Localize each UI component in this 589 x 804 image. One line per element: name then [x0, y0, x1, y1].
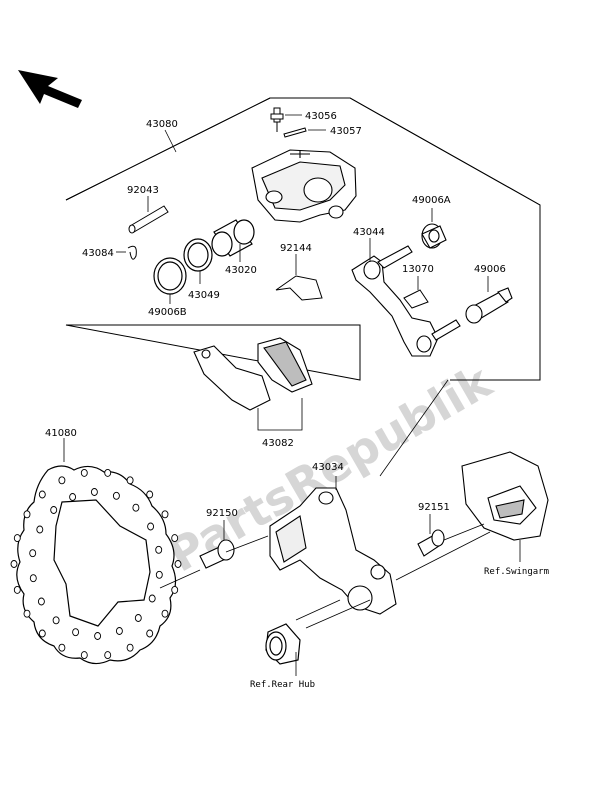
- holder-bolt: [417, 529, 445, 557]
- label-43084: 43084: [82, 248, 114, 259]
- label-43057: 43057: [330, 126, 362, 137]
- label-ref-swingarm: Ref.Swingarm: [484, 567, 549, 577]
- disc-hole: [126, 643, 134, 652]
- disc-hole: [29, 549, 37, 558]
- disc-hole: [29, 574, 37, 583]
- disc-hole: [115, 627, 123, 635]
- disc-hole: [90, 488, 98, 496]
- disc-hole: [161, 510, 169, 519]
- label-41080: 41080: [45, 428, 77, 439]
- disc-hole: [52, 616, 60, 625]
- disc-hole: [80, 651, 88, 660]
- disc-hole: [38, 629, 46, 638]
- disc-hole: [72, 628, 80, 637]
- brake-disc: [16, 465, 177, 665]
- label-43056: 43056: [305, 111, 337, 122]
- label-43049: 43049: [188, 290, 220, 301]
- label-92151: 92151: [418, 502, 450, 513]
- disc-hole: [132, 503, 140, 512]
- leader-43080: [164, 129, 177, 153]
- label-49006: 49006: [474, 264, 506, 275]
- label-43080: 43080: [146, 119, 178, 130]
- disc-hole: [171, 585, 179, 594]
- disc-bolt: [199, 539, 235, 569]
- disc-hole: [104, 468, 112, 477]
- disc-hole: [38, 490, 46, 499]
- rear-hub-collar: [265, 623, 301, 665]
- label-43082: 43082: [262, 438, 294, 449]
- bleeder-cap: [283, 127, 307, 138]
- dust-seal: [183, 238, 213, 272]
- front-direction-arrow-icon: [18, 70, 82, 108]
- disc-hole: [36, 525, 44, 534]
- caliper-holder: [269, 487, 397, 615]
- brake-pad-inner: [257, 337, 313, 393]
- label-43020: 43020: [225, 265, 257, 276]
- caliper-pin: [128, 205, 169, 234]
- disc-hole: [80, 468, 88, 477]
- disc-hole: [146, 490, 154, 499]
- disc-hole: [104, 651, 112, 660]
- label-43034: 43034: [312, 462, 344, 473]
- label-92043: 92043: [127, 185, 159, 196]
- caliper-bracket: [351, 245, 461, 357]
- retaining-clip: [127, 245, 137, 260]
- caliper-assembly-boundary: [65, 97, 541, 381]
- brake-pad-outer: [193, 345, 271, 411]
- disc-hole: [146, 629, 154, 638]
- pad-clip: [403, 289, 429, 309]
- label-13070: 13070: [402, 264, 434, 275]
- disc-hole: [58, 643, 66, 652]
- disc-hole: [148, 594, 156, 603]
- disc-hole: [58, 476, 66, 485]
- disc-hole: [13, 534, 21, 543]
- disc-holes: [10, 468, 182, 660]
- label-49006a: 49006A: [412, 195, 451, 206]
- label-43044: 43044: [353, 227, 385, 238]
- label-49006b: 49006B: [148, 307, 187, 318]
- disc-hole: [37, 597, 45, 606]
- caliper-piston: [211, 219, 255, 257]
- slide-boot: [421, 223, 447, 249]
- disc-hole: [171, 534, 179, 543]
- disc-hole: [13, 585, 21, 594]
- disc-hole: [147, 522, 155, 531]
- disc-hole: [23, 609, 31, 618]
- disc-hole: [69, 493, 77, 501]
- swingarm-stop: [461, 451, 549, 541]
- disc-hole: [134, 614, 142, 622]
- caliper-body: [251, 149, 357, 223]
- disc-hole: [161, 609, 169, 618]
- disc-hole: [112, 491, 120, 500]
- assembly-axis-lines: [159, 379, 491, 629]
- disc-hole: [94, 632, 102, 640]
- label-92150: 92150: [206, 508, 238, 519]
- disc-hole: [10, 560, 18, 568]
- pad-spring: [275, 275, 323, 301]
- disc-hole: [23, 510, 31, 519]
- caliper-assembly-outline: [65, 97, 541, 381]
- label-ref-rear-hub: Ref.Rear Hub: [250, 680, 315, 690]
- disc-hole: [50, 506, 58, 514]
- slide-bolt: [465, 287, 513, 324]
- disc-hole: [174, 560, 182, 568]
- disc-hole: [126, 476, 134, 485]
- label-92144: 92144: [280, 243, 312, 254]
- bleeder-valve: [270, 107, 284, 132]
- piston-seal: [153, 257, 187, 295]
- disc-hole: [155, 545, 163, 554]
- disc-hole: [155, 570, 163, 579]
